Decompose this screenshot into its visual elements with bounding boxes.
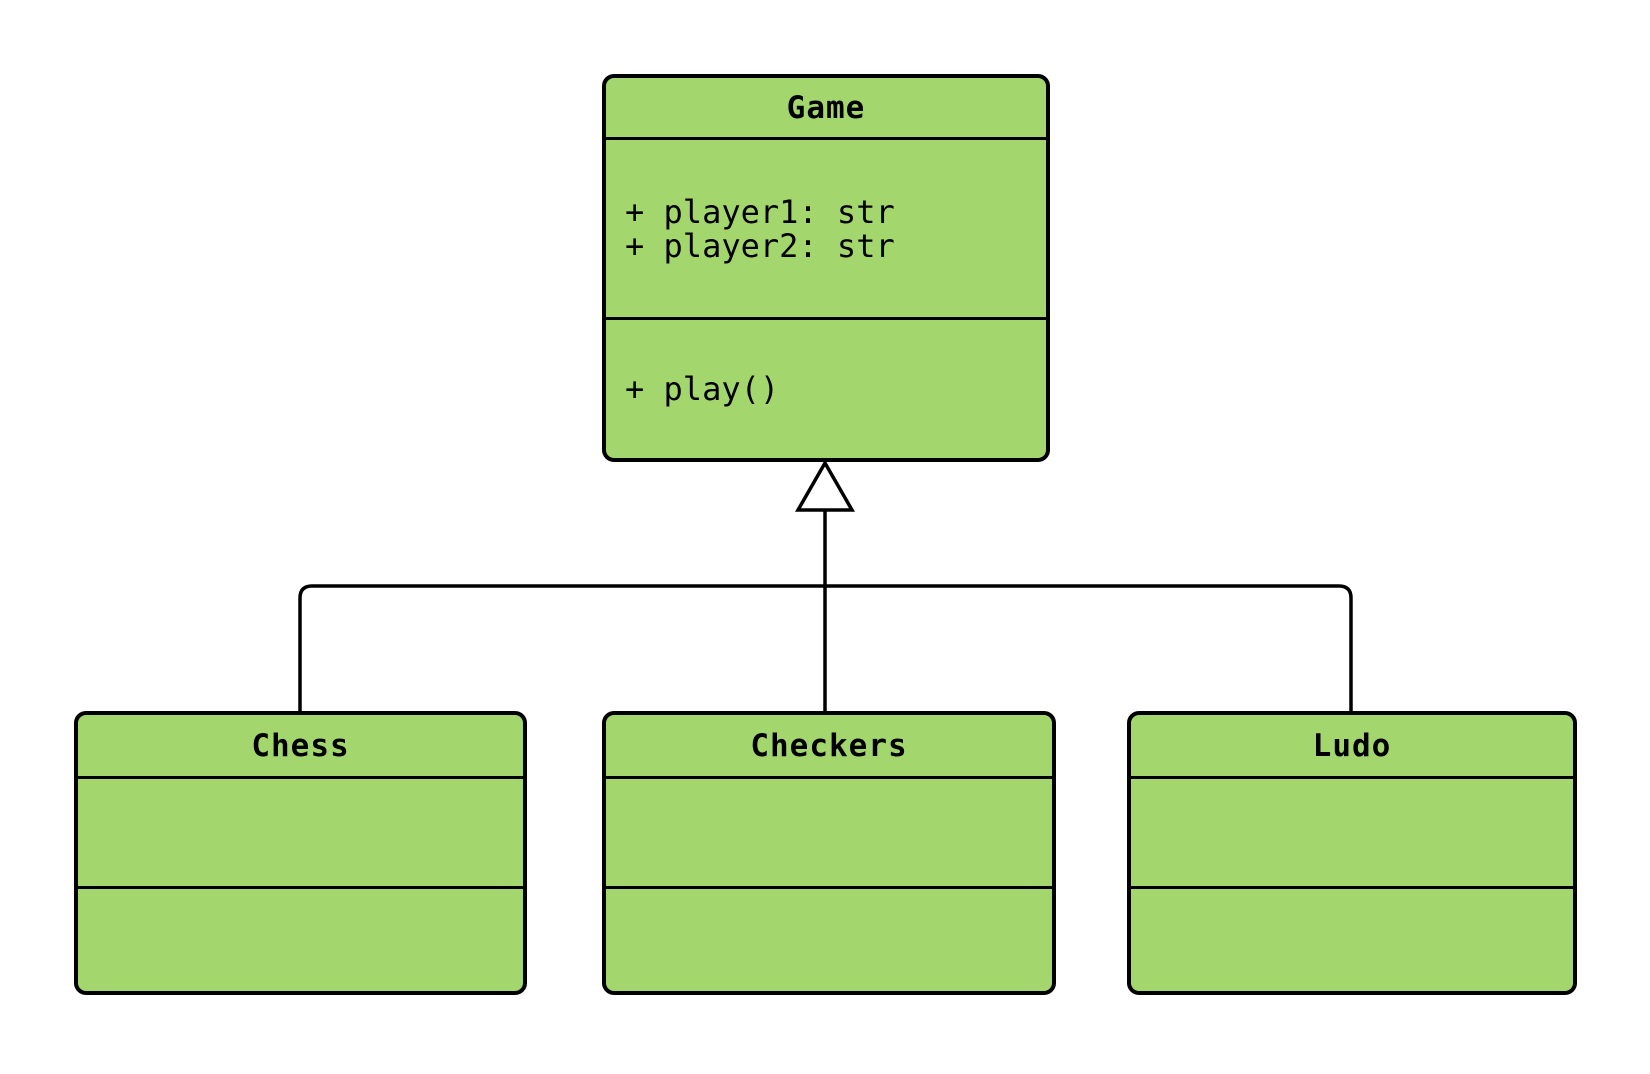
method-line: + play() [625,370,780,408]
class-name-ludo: Ludo [1312,727,1392,764]
class-box-ludo: Ludo [1127,711,1577,995]
attributes-section-game: + player1: str + player2: str [606,137,1046,317]
class-box-game: Game + player1: str + player2: str + pla… [602,74,1050,462]
methods-section-ludo [1131,886,1573,991]
attributes-section-chess [78,776,523,886]
methods-section-game: + play() [606,317,1046,458]
class-box-checkers: Checkers [602,711,1056,995]
methods-section-checkers [606,886,1052,991]
class-name-checkers: Checkers [750,727,908,764]
inheritance-arrow-icon [794,459,856,512]
attribute-line: + player2: str [625,226,895,265]
class-name-chess: Chess [251,727,350,764]
methods-section-chess [78,886,523,991]
inheritance-branch-line [298,584,1353,711]
class-box-chess: Chess [74,711,527,995]
attribute-line: + player1: str [625,192,895,231]
attributes-section-checkers [606,776,1052,886]
class-name-game: Game [786,89,866,126]
attributes-section-ludo [1131,776,1573,886]
